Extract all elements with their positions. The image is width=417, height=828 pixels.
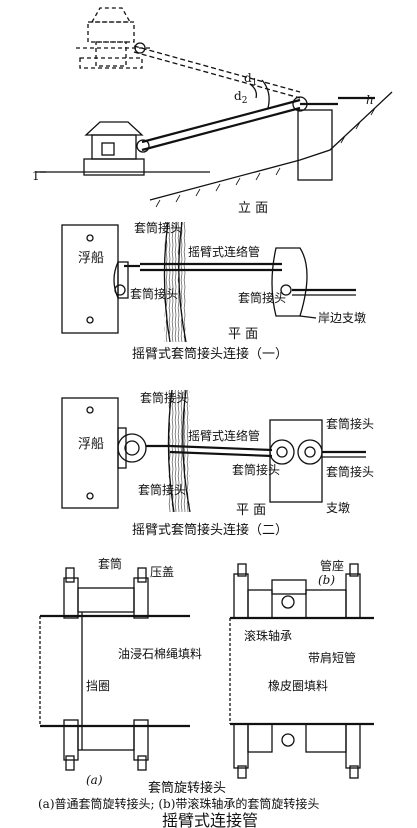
- label-ring: 挡圈: [86, 679, 110, 693]
- plan-label-2: 平 面: [236, 503, 266, 518]
- pontoon-label-2: 浮船: [78, 437, 104, 452]
- label-bearing: 滚珠轴承: [244, 628, 292, 643]
- plan-view-1: 浮船 套筒接头 摇臂式连络管 套筒接头 套筒接头 岸边支墩 平 面 摇臂式套筒接…: [61, 220, 366, 362]
- label-sub-b: (b): [318, 573, 335, 587]
- label-packing: 油浸石棉绳填料: [118, 647, 202, 661]
- label-gland: 压盖: [150, 565, 174, 579]
- sleeve-joint-top-2: 套筒接头: [140, 390, 188, 405]
- sleeve-joint-r2: 套筒接头: [232, 462, 280, 477]
- sleeve-joint-note: (a)普通套筒旋转接头; (b)带滚珠轴承的套筒旋转接头: [38, 796, 319, 811]
- sleeve-joint-left-2: 套筒接头: [138, 482, 186, 497]
- label-rubber: 橡皮圈填料: [268, 679, 328, 693]
- sleeve-joint-a: 套筒 压盖 油浸石棉绳填料 挡圈 (a): [39, 556, 202, 787]
- sleeve-joint-b: 管座 滚珠轴承 带肩短管 橡皮圈填料 (b): [229, 558, 374, 779]
- sleeve-joint-title: 套筒旋转接头: [148, 780, 226, 796]
- label-seat: 管座: [320, 558, 344, 573]
- elevation-view: d1 d2 h 1 立 面: [32, 7, 393, 216]
- label-h: h: [366, 93, 374, 107]
- caption-fig2: 摇臂式套筒接头连接（一）: [132, 346, 288, 362]
- label-d2: d2: [234, 89, 247, 106]
- sleeve-joint-r3: 套筒接头: [326, 464, 374, 479]
- label-sleeve: 套筒: [98, 556, 122, 571]
- shore-pier-label: 岸边支墩: [318, 311, 366, 325]
- label-d1: d1: [244, 71, 257, 88]
- sleeve-joint-right-1: 套筒接头: [238, 290, 286, 305]
- sleeve-joint-top-1: 套筒接头: [134, 220, 182, 235]
- elevation-caption: 立 面: [238, 201, 268, 216]
- label-sub-a: (a): [86, 773, 103, 787]
- pontoon-label-1: 浮船: [78, 251, 104, 266]
- caption-fig3: 摇臂式套筒接头连接（二）: [132, 522, 288, 538]
- upper-pontoon-dashed: [76, 7, 150, 69]
- shore-pier-elevation: [297, 109, 333, 181]
- lower-pontoon: [83, 121, 145, 176]
- pier-label-2: 支墩: [326, 501, 350, 515]
- figure-title: 摇臂式连接管: [162, 811, 258, 828]
- label-1: 1: [32, 169, 40, 183]
- arm-pipe-label-2: 摇臂式连络管: [188, 428, 260, 443]
- sleeve-joint-left-1: 套筒接头: [130, 286, 178, 301]
- arm-pipe-label-1: 摇臂式连络管: [188, 244, 260, 259]
- pontoon-rect-2: [61, 397, 119, 509]
- label-shoulder-pipe: 带肩短管: [308, 650, 356, 665]
- sleeve-joint-r1: 套筒接头: [326, 416, 374, 431]
- plan-label-1: 平 面: [228, 327, 258, 342]
- plan-view-2: 浮船 套筒接头 摇臂式连络管 套筒接头 套筒接头 套筒接头 套筒接头 支墩 平 …: [61, 389, 374, 538]
